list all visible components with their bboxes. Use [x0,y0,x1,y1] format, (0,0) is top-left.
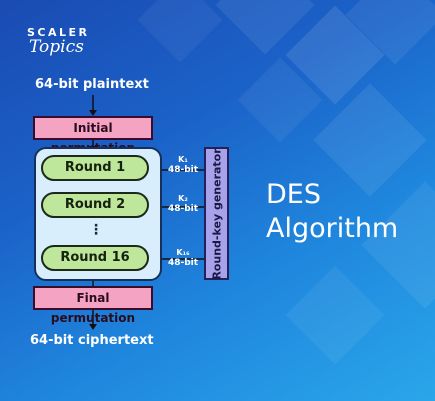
round-1-box: Round 1 [41,155,149,181]
key-16-name: K₁₆ [176,248,190,257]
key-2-name: K₂ [178,194,188,203]
scaler-topics-logo: SCALER Topics [27,26,90,57]
initial-permutation-box: Initial permutation [33,116,153,155]
key-1-name: K₁ [178,155,188,164]
title-line-2: Algorithm [266,213,399,244]
key-2-label: K₂ 48-bit [166,193,200,215]
key-1-label: K₁ 48-bit [166,154,200,176]
logo-brand: SCALER [27,26,90,39]
rounds-ellipsis: ⋮ [89,222,103,238]
plaintext-label: 64-bit plaintext [35,77,149,92]
key-1-size: 48-bit [167,165,199,175]
round-key-generator-label: Round-key generator [210,147,223,280]
logo-product: Topics [29,37,84,57]
round-key-generator-box: Round-key generator [204,147,229,280]
ciphertext-label: 64-bit ciphertext [30,333,154,348]
final-permutation-box: Final permutation [33,286,153,325]
page-title: DES Algorithm [266,178,398,246]
key-2-size: 48-bit [167,204,199,214]
title-line-1: DES [266,179,321,210]
key-16-label: K₁₆ 48-bit [166,247,200,269]
key-16-size: 48-bit [167,258,199,268]
round-16-box: Round 16 [41,245,149,271]
round-2-box: Round 2 [41,192,149,218]
